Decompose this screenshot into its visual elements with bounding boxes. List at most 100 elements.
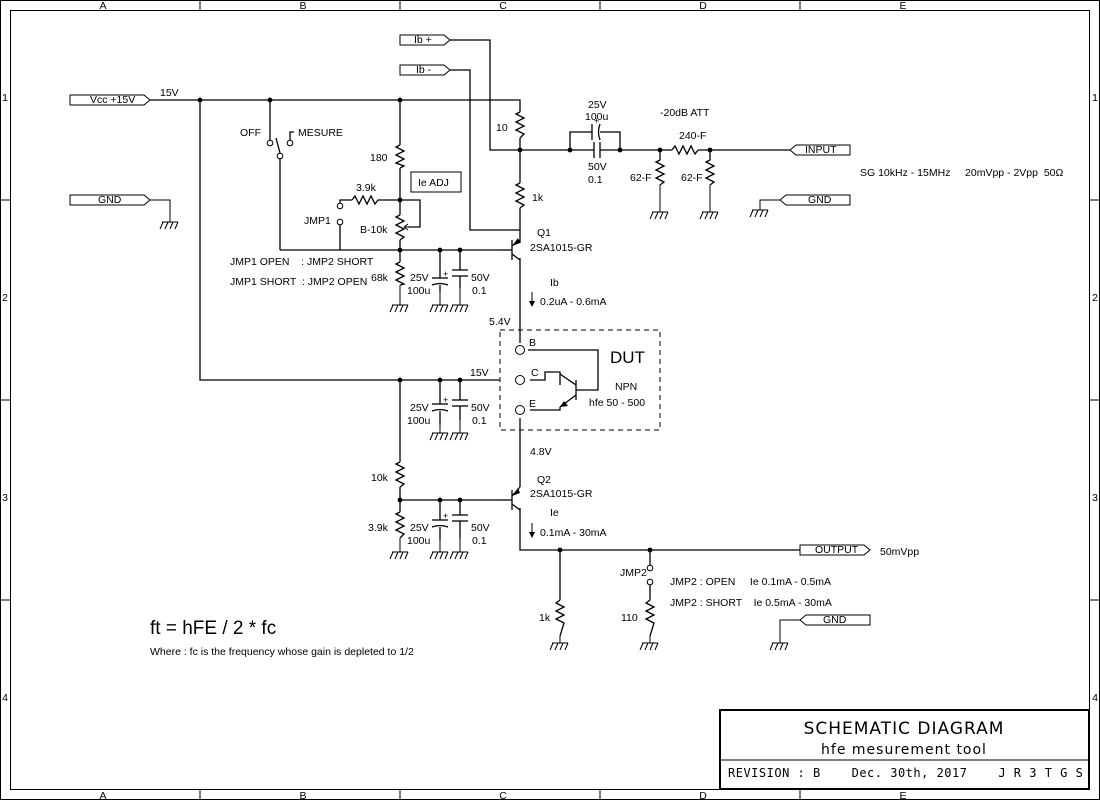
capacitor-electrolytic-2: + <box>431 395 448 425</box>
col-label-c-top: C <box>499 0 507 12</box>
ground-icon <box>549 636 569 651</box>
dut-box <box>499 329 661 431</box>
transistor-q2 <box>500 486 521 511</box>
capacitor-electrolytic-top: + <box>591 116 601 141</box>
resistor-180 <box>394 144 406 169</box>
dut-title: DUT <box>610 348 645 367</box>
col-label-b-top: B <box>299 0 306 12</box>
ground-icon <box>429 540 449 560</box>
port-vcc: Vcc +15V <box>69 94 151 106</box>
r39k-bottom-label: 3.9k <box>368 522 389 534</box>
port-gnd-bottom-label: GND <box>823 614 847 626</box>
port-vcc-label: Vcc +15V <box>90 94 135 106</box>
port-output-label: OUTPUT <box>815 544 859 556</box>
formula-note: Where : fc is the frequency whose gain i… <box>150 646 414 658</box>
output-level: 50mVpp <box>880 546 919 558</box>
row-label-3-left: 3 <box>2 492 8 504</box>
dut-type: NPN <box>615 381 637 393</box>
port-gnd-left: GND <box>69 194 151 206</box>
ground-icon <box>429 425 449 441</box>
col-label-b-bottom: B <box>299 790 306 800</box>
dut-pin-c: C <box>531 367 539 379</box>
resistor-10 <box>514 111 526 139</box>
dut-pin-e: E <box>529 398 536 410</box>
resistor-1k-bottom <box>554 599 566 637</box>
att-label: -20dB ATT <box>660 107 710 119</box>
col-label-d-bottom: D <box>699 790 707 800</box>
ground-icon <box>649 185 669 220</box>
r1k-bottom-label: 1k <box>539 612 551 624</box>
current-arrow-icon <box>529 523 535 538</box>
dut-hfe: hfe 50 - 500 <box>589 397 645 409</box>
q2-part-label: 2SA1015-GR <box>530 488 593 500</box>
r240-label: 240-F <box>679 130 706 142</box>
c2-value: 0.1 <box>472 285 487 297</box>
c4-voltage: 50V <box>471 402 490 414</box>
formula: ft = hFE / 2 * fc <box>150 618 276 639</box>
title-block-subtitle: hfe mesurement tool <box>821 742 987 758</box>
q2-label: Q2 <box>537 474 551 486</box>
jmp1-short-note: JMP1 SHORT : JMP2 OPEN <box>230 276 367 288</box>
ie-label: Ie <box>550 507 559 519</box>
port-ib-plus-label: Ib + <box>414 34 432 46</box>
r10k-label: 10k <box>371 472 389 484</box>
voltage-4-8v: 4.8V <box>530 446 552 458</box>
ctop2-value: 0.1 <box>588 174 603 186</box>
wires <box>150 39 800 600</box>
r62b-label: 62-F <box>681 172 703 184</box>
row-label-1-left: 1 <box>2 92 8 104</box>
jmp2-short-note: JMP2 : SHORT Ie 0.5mA - 30mA <box>670 597 832 609</box>
ground-icon <box>389 538 409 560</box>
title-block: SCHEMATIC DIAGRAM hfe mesurement tool RE… <box>719 709 1090 790</box>
ground-icon <box>389 285 409 313</box>
ground-icon <box>639 636 659 651</box>
c5-value: 100u <box>407 535 431 547</box>
col-label-e-bottom: E <box>899 790 906 800</box>
r62a-label: 62-F <box>630 172 652 184</box>
ground-icon <box>699 185 719 220</box>
ie-adj-box: Ie ADJ <box>410 171 462 193</box>
b10k-label: B-10k <box>360 224 388 236</box>
ground-icon <box>449 538 469 560</box>
port-gnd-left-label: GND <box>98 194 122 206</box>
c3-voltage: 25V <box>410 402 429 414</box>
port-gnd-right-label: GND <box>808 194 832 206</box>
jmp1-open-note: JMP1 OPEN : JMP2 SHORT <box>230 256 374 268</box>
c4-value: 0.1 <box>472 415 487 427</box>
ib-range-label: 0.2uA - 0.6mA <box>540 296 607 308</box>
row-label-1-right: 1 <box>1092 92 1098 104</box>
port-ib-minus-label: Ib - <box>416 64 432 76</box>
q1-part-label: 2SA1015-GR <box>530 242 593 254</box>
capacitor-ceramic-1 <box>452 269 468 288</box>
row-label-2-left: 2 <box>2 292 8 304</box>
c2-voltage: 50V <box>471 272 490 284</box>
col-label-d-top: D <box>699 0 707 12</box>
resistor-3-9k-top <box>351 194 380 206</box>
switch-off-label: OFF <box>240 127 261 139</box>
ctop-voltage: 25V <box>588 99 607 111</box>
ie-adj-label: Ie ADJ <box>418 177 449 189</box>
ctop-value: 100u <box>585 111 609 123</box>
resistor-10k <box>394 461 406 488</box>
row-label-2-right: 2 <box>1092 292 1098 304</box>
potentiometer-b10k <box>394 214 410 241</box>
jumper-jmp2 <box>646 564 654 586</box>
capacitor-ceramic-top <box>593 142 601 158</box>
resistor-110 <box>644 599 656 637</box>
capacitor-electrolytic-1: + <box>431 269 448 292</box>
capacitor-ceramic-3 <box>452 514 468 538</box>
resistor-62-a <box>654 159 666 186</box>
ib-label: Ib <box>550 277 559 289</box>
row-label-4-left: 4 <box>2 692 8 704</box>
c5-voltage: 25V <box>410 522 429 534</box>
resistor-68k <box>394 261 406 286</box>
c6-value: 0.1 <box>472 535 487 547</box>
voltage-15v-mid: 15V <box>470 367 489 379</box>
resistor-62-b <box>704 159 716 186</box>
port-ib-plus: Ib + <box>399 34 451 46</box>
capacitor-electrolytic-3: + <box>431 511 448 540</box>
junction-dots <box>197 97 713 553</box>
port-output: OUTPUT <box>799 544 871 556</box>
r39k-top-label: 3.9k <box>356 182 377 194</box>
